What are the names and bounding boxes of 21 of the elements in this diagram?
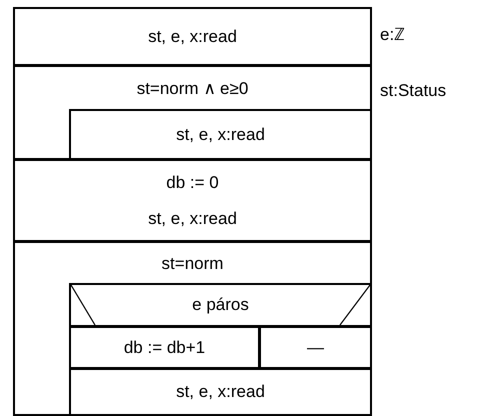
statement-box [259, 326, 372, 369]
node-text: db := db+1 [124, 336, 206, 358]
node-text: e páros [192, 294, 249, 316]
statement-box [13, 7, 372, 66]
condition-box [69, 283, 372, 327]
statement-box [13, 159, 372, 242]
node-text: st, e, x:read [176, 124, 265, 146]
node-text: — [307, 336, 324, 358]
declaration-label: e:ℤ [380, 24, 406, 46]
node-text: st, e, x:read [148, 208, 237, 229]
loop-block [13, 65, 372, 160]
statement-box [69, 326, 260, 369]
node-text: db := 0 [166, 172, 219, 194]
node-text: st=norm [162, 253, 224, 275]
node-text: st=norm ∧ e≥0 [136, 78, 248, 100]
declaration-label: st:Status [380, 80, 446, 102]
node-text: st, e, x:read [176, 381, 265, 403]
node-text: st, e, x:read [148, 26, 237, 48]
statement-box [69, 368, 372, 416]
loop-block [13, 241, 372, 416]
statement-box [69, 109, 372, 160]
